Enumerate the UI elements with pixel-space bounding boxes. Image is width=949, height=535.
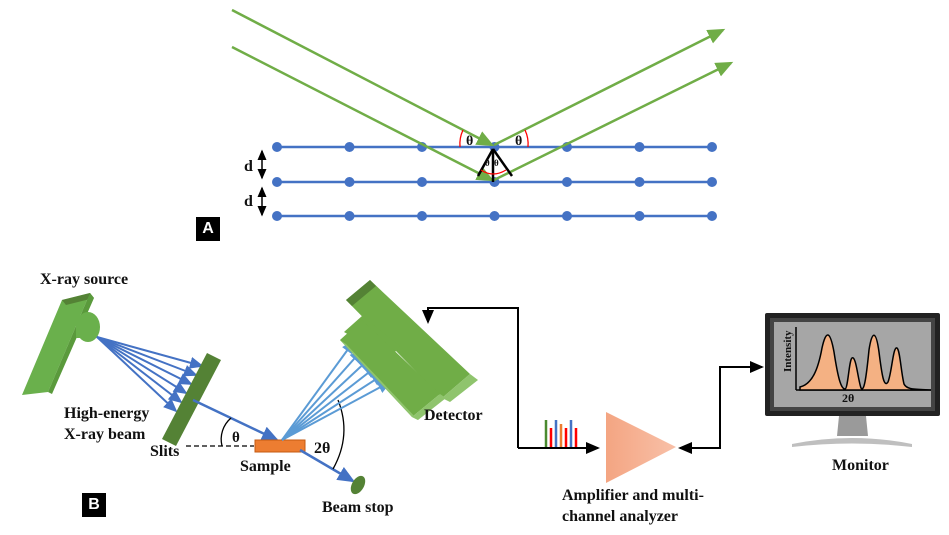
source-ray [96,336,183,404]
lattice-atom [344,211,355,221]
incident-angle-label: θ [466,134,473,149]
inner-angle-arc [480,169,507,175]
monitor-x-axis-label: 2θ [842,391,854,405]
detector-control-wire [422,307,519,448]
lattice-atom [707,142,717,152]
beam-stop-label: Beam stop [322,499,394,516]
inner-angle-right-label: θ [494,158,499,168]
lattice-atom [344,142,355,152]
amplifier [606,412,676,483]
incident-ray-1 [231,8,495,147]
panel-b: X-ray source High-energy X-ray beam Slit… [22,271,940,525]
monitor: Intensity 2θ [765,313,940,447]
diffracted-ray [281,381,392,441]
diffracted-ray [281,356,372,441]
source-fan-rays [96,336,204,413]
signal-pulses [544,420,578,447]
panel-a-badge: A [196,217,220,241]
reflected-angle-label: θ [515,134,522,149]
theta-label: θ [232,430,240,446]
lattice-atom [272,177,282,187]
two-theta-arc [332,399,345,470]
inner-angle-left-label: θ [485,158,490,168]
two-theta-label: 2θ [314,440,330,457]
monitor-label: Monitor [832,457,889,474]
path-diff-left [476,148,495,177]
amplifier-label-line1: Amplifier and multi- [562,487,704,504]
detector-label: Detector [424,407,483,424]
source-ray [96,336,198,377]
lattice-atom [489,211,500,221]
lattice-atoms [272,142,717,221]
beam-label-line2: X-ray beam [64,426,146,443]
lattice-atom [634,142,645,152]
diffracted-fan-rays [281,339,392,441]
monitor-y-axis-label: Intensity [782,330,794,372]
lattice-atom [707,211,717,221]
panel-b-badge: B [82,493,106,517]
incident-ray-2 [231,45,495,182]
theta-arc [220,417,232,447]
lattice-atom [417,177,427,187]
reflected-ray-2 [493,61,734,182]
source-ray [96,336,178,413]
lattice-atom [344,177,355,187]
source-ray [96,336,188,395]
diffracted-ray [281,348,364,441]
lattice-atom [417,211,427,221]
reflected-angle-arc [524,129,529,148]
lattice-atom [562,177,572,187]
lattice-atom [272,142,282,152]
sample [254,439,306,453]
d-spacing-label-1: d [244,158,253,175]
amplifier-label-line2: channel analyzer [562,508,678,525]
lattice-atom [562,211,572,221]
beam-stop [350,475,366,495]
incident-angle-arc [459,129,464,148]
sample-label: Sample [240,458,291,475]
diffracted-ray [281,364,379,441]
slits-label: Slits [150,443,179,460]
xray-source [22,293,100,395]
lattice-atom [272,211,282,221]
lattice-atom [634,211,645,221]
monitor-spectrum-curve [799,334,932,391]
diffracted-ray [281,339,356,441]
panel-a: θ θ θ θ d d [231,8,734,221]
d-spacing-label-2: d [244,193,253,210]
collimated-beam [192,398,280,442]
monitor-wire [678,361,764,454]
lattice-atom [634,177,645,187]
lattice-atom [707,177,717,187]
xray-source-label: X-ray source [40,271,128,288]
detector [340,280,478,420]
beam-label-line1: High-energy [64,405,149,422]
slits [162,353,221,446]
source-ray [96,336,204,369]
diffracted-ray [281,372,386,441]
path-diff-right [491,148,514,177]
reflected-ray-1 [493,28,726,147]
transmitted-beam [299,448,356,483]
source-ray [96,336,193,385]
